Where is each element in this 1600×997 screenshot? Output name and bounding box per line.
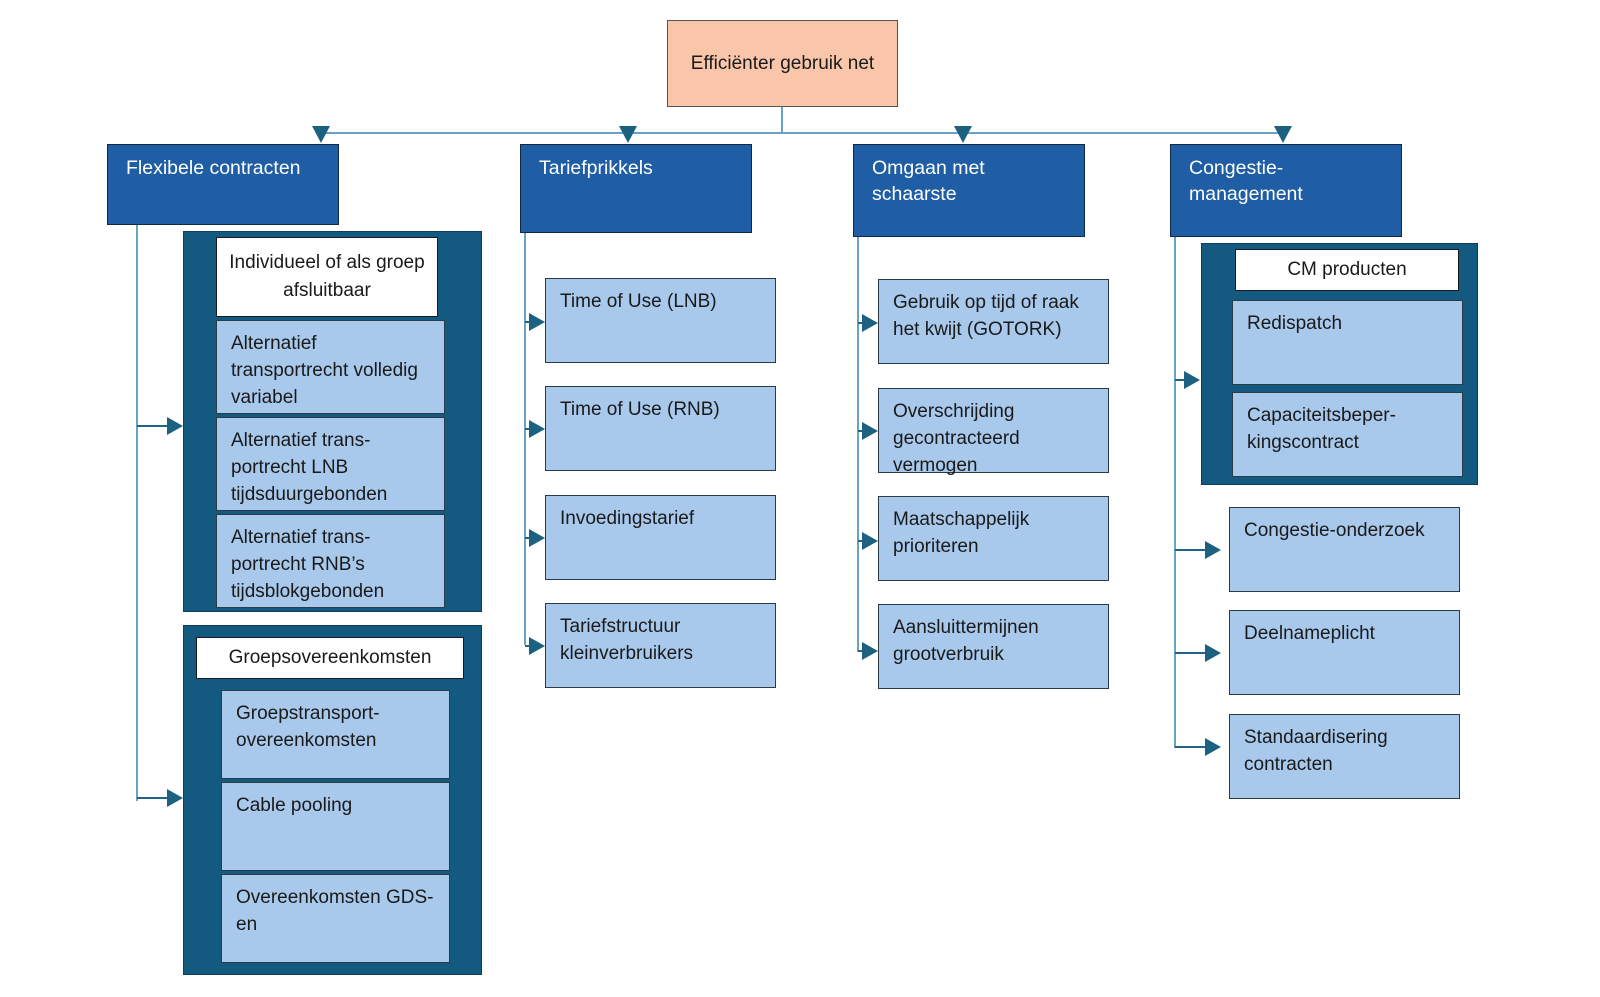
leaf-invoedingstarief[interactable]: Invoedingstarief xyxy=(545,495,776,580)
leaf-deelnameplicht[interactable]: Deelnameplicht xyxy=(1229,610,1460,695)
arrow-right-col2-item4 xyxy=(529,637,545,655)
connector-trunk-col2 xyxy=(524,233,526,645)
connector-branch-col4-item3 xyxy=(1175,746,1219,748)
connector-trunk-col4 xyxy=(1174,237,1176,748)
leaf-label: Aansluittermijnen grootverbruik xyxy=(893,617,1039,665)
arrow-down-col4 xyxy=(1274,126,1292,143)
connector-branch-col4-item1 xyxy=(1175,549,1219,551)
connector-trunk-col1 xyxy=(136,225,138,801)
leaf-label: Capaciteitsbeper-kingscontract xyxy=(1247,405,1396,453)
arrow-right-col3-item2 xyxy=(862,422,878,440)
arrow-right-col3-item3 xyxy=(862,532,878,550)
leaf-label: Alternatief trans-portrecht RNB’s tijdsb… xyxy=(231,527,385,602)
arrow-right-col1-group1 xyxy=(167,417,183,435)
arrow-right-col2-item2 xyxy=(529,420,545,438)
leaf-maatschappelijk-prioriteren[interactable]: Maatschappelijk prioriteren xyxy=(878,496,1109,581)
leaf-alternatief-transportrecht-volledig-variabel[interactable]: Alternatief transportrecht volledig vari… xyxy=(216,320,445,414)
leaf-congestie-onderzoek[interactable]: Congestie-onderzoek xyxy=(1229,507,1460,592)
leaf-label: Alternatief trans-portrecht LNB tijdsduu… xyxy=(231,430,388,505)
leaf-time-of-use-lnb[interactable]: Time of Use (LNB) xyxy=(545,278,776,363)
arrow-right-col4-item2 xyxy=(1205,644,1221,662)
arrow-right-col2-item1 xyxy=(529,313,545,331)
category-header-label: Omgaan met schaarste xyxy=(872,157,985,205)
leaf-alternatief-transportrecht-lnb-tijdsduurgebonden[interactable]: Alternatief trans-portrecht LNB tijdsduu… xyxy=(216,417,445,511)
root-node-efficienter-gebruik-net: Efficiënter gebruik net xyxy=(667,20,898,107)
group-header-label: CM producten xyxy=(1287,259,1407,280)
leaf-cable-pooling[interactable]: Cable pooling xyxy=(221,782,450,871)
root-node-label: Efficiënter gebruik net xyxy=(690,53,875,74)
leaf-label: Standaardisering contracten xyxy=(1244,727,1388,775)
category-header-label: Flexibele contracten xyxy=(126,157,301,179)
leaf-label: Tariefstructuur kleinverbruikers xyxy=(560,616,694,664)
group-header-label: Groepsovereenkomsten xyxy=(228,647,432,668)
leaf-capaciteitsbeperkingscontract[interactable]: Capaciteitsbeper-kingscontract xyxy=(1232,392,1463,477)
arrow-down-col1 xyxy=(312,126,330,143)
arrow-right-col4-item3 xyxy=(1205,738,1221,756)
leaf-label: Redispatch xyxy=(1247,313,1343,334)
leaf-label: Alternatief transportrecht volledig vari… xyxy=(231,333,418,408)
arrow-down-col3 xyxy=(954,126,972,143)
connector-branch-col4-item2 xyxy=(1175,652,1219,654)
group-header-groepsovereenkomsten[interactable]: Groepsovereenkomsten xyxy=(196,637,464,679)
leaf-standaardisering-contracten[interactable]: Standaardisering contracten xyxy=(1229,714,1460,799)
connector-root-stem xyxy=(781,107,783,133)
arrow-down-col2 xyxy=(619,126,637,143)
leaf-aansluittermijnen-grootverbruik[interactable]: Aansluittermijnen grootverbruik xyxy=(878,604,1109,689)
connector-horizontal-bus xyxy=(321,132,1283,134)
leaf-label: Cable pooling xyxy=(236,795,353,816)
leaf-label: Groepstransport-overeenkomsten xyxy=(236,703,380,751)
leaf-time-of-use-rnb[interactable]: Time of Use (RNB) xyxy=(545,386,776,471)
leaf-label: Time of Use (LNB) xyxy=(560,291,717,312)
connector-trunk-col3 xyxy=(857,237,859,652)
leaf-label: Maatschappelijk prioriteren xyxy=(893,509,1030,557)
leaf-gebruik-op-tijd-of-raak-het-kwijt-gotork[interactable]: Gebruik op tijd of raak het kwijt (GOTOR… xyxy=(878,279,1109,364)
group-header-label: Individueel of als groep afsluitbaar xyxy=(229,252,425,301)
connector-branch-col1-group2 xyxy=(137,797,181,799)
arrow-right-col3-item1 xyxy=(862,314,878,332)
leaf-label: Deelnameplicht xyxy=(1244,623,1375,644)
category-header-label: Tariefprikkels xyxy=(539,157,653,179)
category-header-tariefprikkels[interactable]: Tariefprikkels xyxy=(520,144,752,233)
leaf-label: Congestie-onderzoek xyxy=(1244,520,1425,541)
category-header-flexibele-contracten[interactable]: Flexibele contracten xyxy=(107,144,339,225)
arrow-right-col4-item1 xyxy=(1205,541,1221,559)
category-header-label: Congestie-management xyxy=(1189,157,1303,205)
leaf-tariefstructuur-kleinverbruikers[interactable]: Tariefstructuur kleinverbruikers xyxy=(545,603,776,688)
leaf-redispatch[interactable]: Redispatch xyxy=(1232,300,1463,385)
leaf-label: Gebruik op tijd of raak het kwijt (GOTOR… xyxy=(893,292,1079,340)
leaf-alternatief-transportrecht-rnbs-tijdsblokgebonden[interactable]: Alternatief trans-portrecht RNB’s tijdsb… xyxy=(216,514,445,608)
category-header-omgaan-met-schaarste[interactable]: Omgaan met schaarste xyxy=(853,144,1085,237)
leaf-label: Time of Use (RNB) xyxy=(560,399,720,420)
category-header-congestiemanagement[interactable]: Congestie-management xyxy=(1170,144,1402,237)
arrow-right-col3-item4 xyxy=(862,642,878,660)
leaf-overeenkomsten-gds-en[interactable]: Overeenkomsten GDS-en xyxy=(221,874,450,963)
leaf-overschrijding-gecontracteerd-vermogen[interactable]: Overschrijding gecontracteerd vermogen xyxy=(878,388,1109,476)
arrow-right-col2-item3 xyxy=(529,529,545,547)
group-header-cm-producten[interactable]: CM producten xyxy=(1235,249,1459,291)
arrow-right-col1-group2 xyxy=(167,789,183,807)
arrow-right-col4-group1 xyxy=(1184,371,1200,389)
connector-branch-col1-group1 xyxy=(137,425,181,427)
leaf-label: Overeenkomsten GDS-en xyxy=(236,887,434,935)
leaf-label: Overschrijding gecontracteerd vermogen xyxy=(893,401,1020,476)
group-header-individueel-of-als-groep-afsluitbaar[interactable]: Individueel of als groep afsluitbaar xyxy=(216,237,438,317)
leaf-label: Invoedingstarief xyxy=(560,508,695,529)
leaf-groepstransport-overeenkomsten[interactable]: Groepstransport-overeenkomsten xyxy=(221,690,450,779)
